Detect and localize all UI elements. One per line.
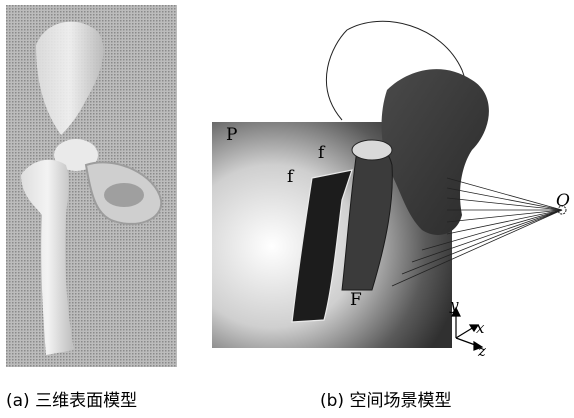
label-axis-y: y (449, 296, 459, 314)
panel-a-surface-model (6, 5, 177, 367)
caption-a: (a) 三维表面模型 (6, 391, 137, 411)
caption-b: (b) 空间场景模型 (320, 391, 451, 411)
femoral-head (352, 140, 392, 160)
label-axis-z: z (477, 342, 486, 360)
scene-model-illustration: P f f F O y x z (212, 0, 574, 368)
label-o: O (556, 191, 570, 211)
label-axis-x: x (476, 319, 485, 337)
surface-model-illustration (6, 5, 177, 367)
panel-b-scene-model: P f f F O y x z (212, 0, 574, 368)
label-p: P (226, 125, 237, 145)
label-F: F (350, 290, 362, 310)
